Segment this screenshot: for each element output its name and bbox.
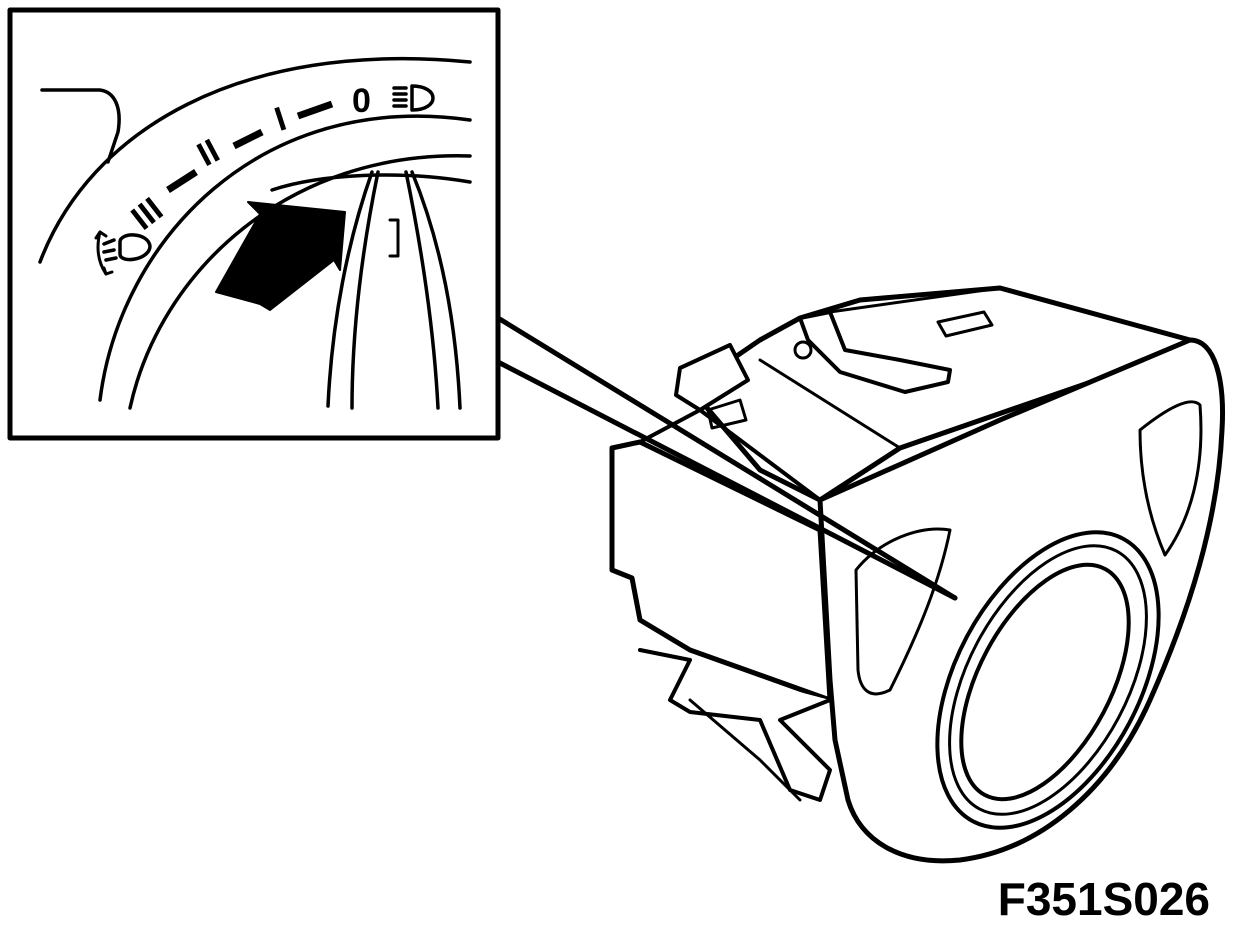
- bezel-edge: [40, 88, 121, 164]
- light-switch-assembly: [609, 285, 1225, 864]
- knob-outer-ring: [935, 530, 1161, 830]
- pointer-ridge-inner-left: [350, 170, 380, 410]
- top-tab-center: [798, 310, 952, 394]
- knob-face: [959, 562, 1131, 802]
- knob-arc: [270, 173, 472, 192]
- headlamp-icon: [392, 84, 435, 112]
- bottom-clip: [638, 648, 832, 802]
- pointer-ridge-inner-right: [404, 170, 440, 410]
- bezel-vent-upper: [1138, 400, 1203, 557]
- bezel-vent-left: [854, 527, 952, 696]
- top-tab-left: [674, 343, 750, 412]
- callout-leader: [495, 315, 958, 601]
- pointer-mark: [388, 218, 400, 258]
- instrument-lighting-dimmer-icon: [94, 230, 152, 276]
- scale-dashes: [166, 100, 334, 193]
- pointer-ridge-right: [410, 170, 462, 410]
- scale-arc-outer: [98, 114, 472, 402]
- arrow-icon: [215, 201, 346, 311]
- screw-hole: [793, 340, 813, 360]
- detail-inset: 0 I II III: [7, 7, 501, 441]
- bezel-arc-outer: [38, 57, 472, 264]
- scale-label-0: 0: [352, 82, 371, 120]
- housing-side: [609, 439, 833, 703]
- knob-inner-ring: [948, 544, 1148, 816]
- scale-arc-inner: [128, 154, 472, 410]
- figure-code: F351S026: [997, 873, 1210, 925]
- pointer-ridge-left: [326, 170, 374, 408]
